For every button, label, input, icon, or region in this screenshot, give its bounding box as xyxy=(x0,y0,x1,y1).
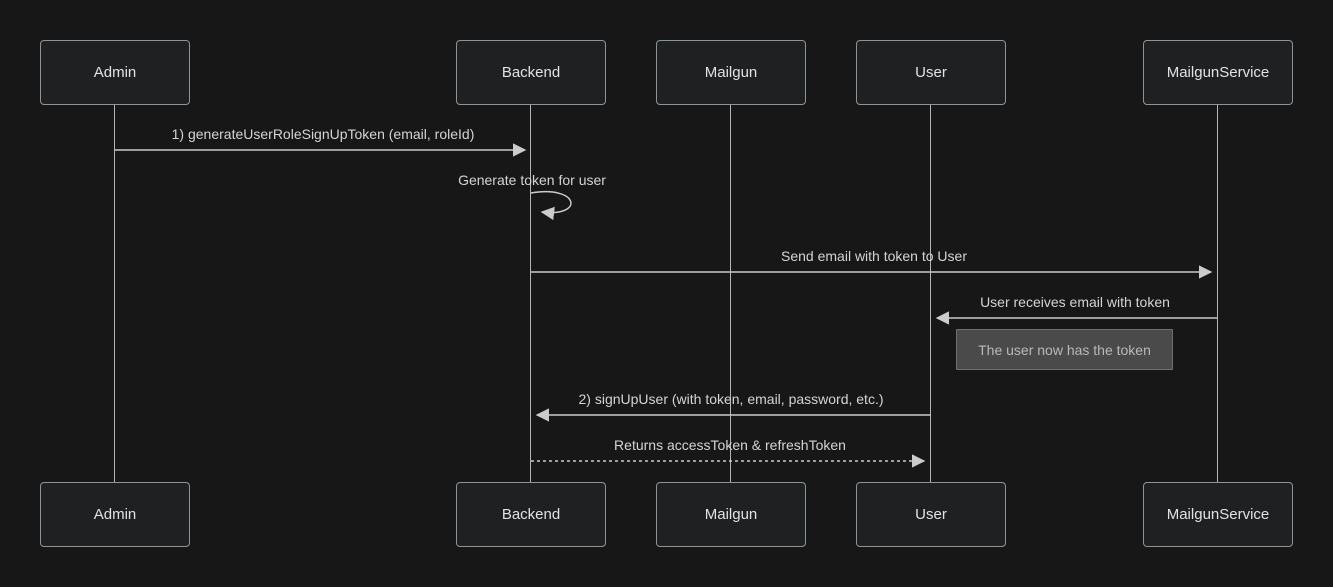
actor-admin-top: Admin xyxy=(40,40,190,105)
actor-admin-label: Admin xyxy=(93,506,137,523)
actor-user-label: User xyxy=(915,506,947,523)
lifeline-mailgun xyxy=(730,104,731,482)
message-label-generate-token-self: Generate token for user xyxy=(458,172,606,188)
message-label-user-receives-email: User receives email with token xyxy=(980,294,1170,310)
message-label-signup-user: 2) signUpUser (with token, email, passwo… xyxy=(578,391,884,407)
message-label-generate-token-request: 1) generateUserRoleSignUpToken (email, r… xyxy=(171,126,475,142)
actor-mailgunservice-top: MailgunService xyxy=(1143,40,1293,105)
message-label-send-email: Send email with token to User xyxy=(781,248,967,264)
actor-mailgun-bottom: Mailgun xyxy=(656,482,806,547)
actor-backend-top: Backend xyxy=(456,40,606,105)
lifeline-backend xyxy=(530,104,531,482)
actor-user-top: User xyxy=(856,40,1006,105)
actor-mailgun-label: Mailgun xyxy=(704,64,758,81)
actor-user-bottom: User xyxy=(856,482,1006,547)
actor-mailgunservice-bottom: MailgunService xyxy=(1143,482,1293,547)
message-label-returns-tokens: Returns accessToken & refreshToken xyxy=(614,437,846,453)
actor-backend-label: Backend xyxy=(501,64,561,81)
actor-admin-label: Admin xyxy=(93,64,137,81)
actor-backend-label: Backend xyxy=(501,506,561,523)
actor-mailgunservice-label: MailgunService xyxy=(1166,64,1270,81)
note-user-has-token: The user now has the token xyxy=(956,329,1173,370)
actor-mailgun-top: Mailgun xyxy=(656,40,806,105)
lifeline-admin xyxy=(114,104,115,482)
arrow-self-loop-generate-token xyxy=(530,191,572,221)
actor-backend-bottom: Backend xyxy=(456,482,606,547)
actor-mailgunservice-label: MailgunService xyxy=(1166,506,1270,523)
actor-user-label: User xyxy=(915,64,947,81)
lifeline-user xyxy=(930,104,931,482)
actor-mailgun-label: Mailgun xyxy=(704,506,758,523)
lifeline-mailgunservice xyxy=(1217,104,1218,482)
note-text: The user now has the token xyxy=(978,341,1151,358)
actor-admin-bottom: Admin xyxy=(40,482,190,547)
